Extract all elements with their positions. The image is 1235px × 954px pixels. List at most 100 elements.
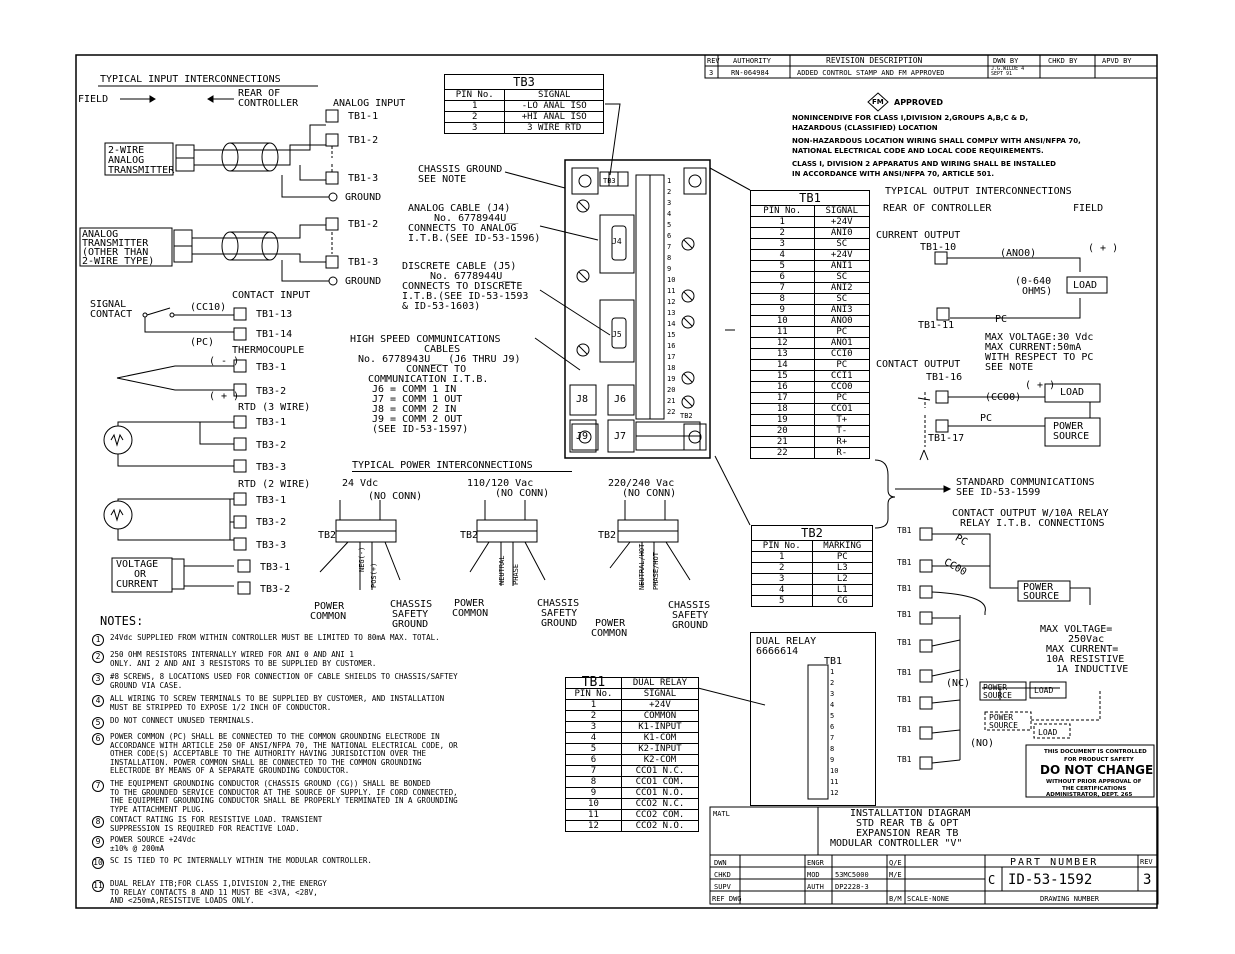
tb1-2-label-a: TB1-2 [348,135,379,146]
title-line1: INSTALLATION DIAGRAM [850,808,971,819]
relay-pin: 9 [565,787,622,799]
relay-tb1-label: TB1 [897,610,912,619]
tb1-value: ANI2 [813,282,870,294]
pc-out-label: PC [995,314,1008,325]
chkd-by-header: CHKD BY [1048,57,1078,65]
dual-relay-tb1: TB1 [824,656,843,667]
tb1-value: PC [813,326,870,338]
note-number: 6 [92,733,104,745]
chassis-a1: CHASSIS [390,599,433,610]
tb1-value: +24V [813,216,870,228]
dual-relay-pin-number: 2 [830,679,835,687]
tb1-value: SC [813,271,870,283]
analog-input-label: ANALOG INPUT [333,98,406,109]
mod-label: MOD [807,871,820,879]
tb1-10-label: TB1-10 [920,242,957,253]
power-source-line2: SOURCE [1053,431,1090,442]
fm-line-2: HAZARDOUS (CLASSIFIED) LOCATION [792,124,938,132]
tb3-1-label-c: TB3-1 [256,495,287,506]
note-number: 5 [92,717,104,729]
j7-label: J7 [614,431,627,442]
plus-label: ( + ) [1088,243,1119,254]
dwn-by-header: DWN BY [993,57,1019,65]
hs-line7: J7 = COMM 1 OUT [372,394,463,405]
ground-label-b: GROUND [345,276,382,287]
relay-max-line4: 10A RESISTIVE [1046,654,1125,665]
tb1-pin: 2 [750,227,815,239]
tb1-value: CCO0 [813,381,870,393]
tb1-row: 1+24V [750,216,870,228]
tb1-value: T- [813,425,870,437]
unit-pin-number: 16 [667,342,676,350]
tb1-pin: 18 [750,403,815,415]
cc10-label: (CC10) [190,302,227,313]
note-number: 9 [92,836,104,848]
relay-pin-header: PIN No. [565,688,622,700]
tb1-pin: 14 [750,359,815,371]
relay-tb1-label: TB1 [897,638,912,647]
tb1-value: R+ [813,436,870,448]
ohms-line1: (0-640 [1015,276,1052,287]
relay-power-source-4: SOURCE [983,691,1012,700]
note-text: #8 SCREWS, 8 LOCATIONS USED FOR CONNECTI… [110,672,458,690]
part-number-label: PART NUMBER [1010,857,1099,868]
supv-label: SUPV [714,883,731,891]
relay-pin: 6 [565,754,622,766]
or-label: OR [134,569,147,580]
unit-tb3-label: TB3 [603,177,616,185]
analog-cable-line2: No. 6778944U__ [434,213,519,224]
hs-line6: J6 = COMM 1 IN [372,384,457,395]
v110-label: 110/120 Vac [467,478,534,489]
dwn-label: DWN [714,859,727,867]
noconn-b: (NO CONN) [495,488,550,499]
unit-pin-number: 12 [667,298,676,306]
relay-value: CCO2 N.O. [620,820,700,832]
note-number: 1 [92,634,104,646]
relay-title-line1: CONTACT OUTPUT W/10A RELAY [952,508,1109,519]
relay-tb1-header: TB1 [565,676,622,689]
tb3-1-label-a: TB3-1 [256,362,287,373]
tb1-pin: 8 [750,293,815,305]
note-number: 3 [92,673,104,685]
note-text: 250 OHM RESISTORS INTERNALLY WIRED FOR A… [110,650,377,668]
ground-label-a: GROUND [345,192,382,203]
note-text: 24Vdc SUPPLIED FROM WITHIN CONTROLLER MU… [110,633,440,642]
v24-label: 24 Vdc [342,478,379,489]
relay-power-source-5: POWER [989,713,1014,722]
tb1-pin: 5 [750,260,815,272]
j4-label: J4 [612,237,622,246]
tb1-pin: 3 [750,238,815,250]
max-line3: WITH RESPECT TO PC [985,352,1094,363]
relay-power-source-1: POWER [1023,582,1054,593]
scale-label: SCALE-NONE [907,895,950,903]
unit-pin-number: 21 [667,397,676,405]
tb1-16-label: TB1-16 [926,372,963,383]
tb1-value: +24V [813,249,870,261]
tb1-13-label: TB1-13 [256,309,293,320]
tb3-row: 2+HI ANAL ISO [443,111,604,123]
revision-description: ADDED CONTROL STAMP AND FM APPROVED [797,69,945,77]
authority-value: RN-064984 [731,69,769,77]
relay-pin: 12 [565,820,622,832]
dual-relay-box [750,632,876,806]
neg-label: NEG(-) [358,546,366,572]
hs-line4: CONNECT TO [406,364,467,375]
dual-relay-pin-number: 5 [830,712,835,720]
note-text: SC IS TIED TO PC INTERNALLY WITHIN THE M… [110,856,372,865]
tb3-value: 3 WIRE RTD [504,122,604,134]
relay-value: COMMON [620,710,700,722]
chassis-b2: SAFETY [541,608,578,619]
output-rear-label: REAR OF CONTROLLER [883,203,992,214]
j8-label: J8 [576,394,589,405]
note-text: DO NOT CONNECT UNUSED TERMINALS. [110,716,255,725]
tb2-power-a: TB2 [318,530,337,541]
relay-value: K2-COM [620,754,700,766]
